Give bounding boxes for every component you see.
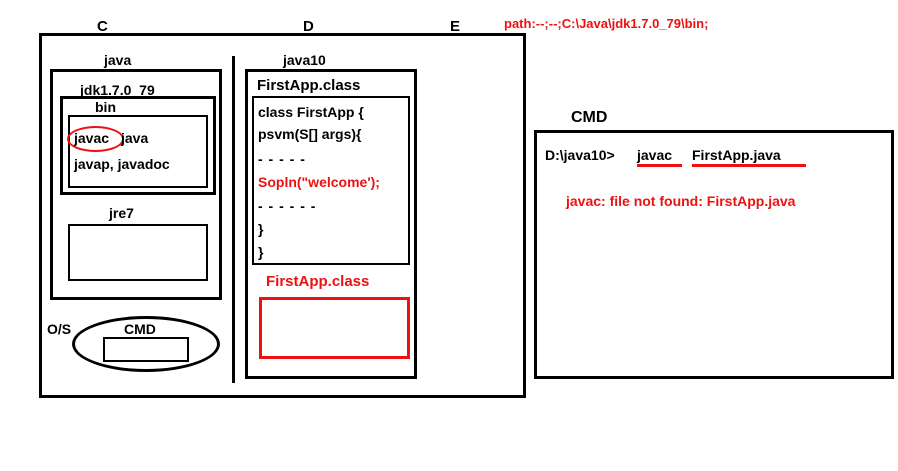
os-cmd-box xyxy=(103,337,189,362)
jdk-folder-box xyxy=(60,96,216,195)
jre-folder-label: jre7 xyxy=(109,205,134,221)
os-cmd-label: CMD xyxy=(124,321,156,337)
d-root-folder-label: java10 xyxy=(283,52,326,68)
java10-folder-box xyxy=(245,69,417,379)
source-file-label: FirstApp.class xyxy=(257,77,361,94)
jdk-folder-label: jdk1.7.0_79 xyxy=(80,82,155,98)
tool-java-label: java xyxy=(121,130,149,146)
cmd-error-message: javac: file not found: FirstApp.java xyxy=(566,193,796,209)
c-root-folder-label: java xyxy=(104,52,132,68)
jre-folder-box xyxy=(68,224,208,281)
filesystem-outer-frame xyxy=(39,33,526,398)
output-class-box xyxy=(259,297,410,359)
column-divider xyxy=(232,56,235,383)
cmd-command-arg: FirstApp.java xyxy=(692,147,781,163)
bin-folder-label: bin xyxy=(95,99,116,115)
output-class-label: FirstApp.class xyxy=(266,273,370,290)
column-letter-e: E xyxy=(450,18,461,35)
path-annotation: path:--;--;C:\Java\jdk1.7.0_79\bin; xyxy=(504,16,709,31)
code-line-5: } xyxy=(258,221,264,237)
cmd-command-verb-underline xyxy=(637,164,682,167)
code-line-4: - - - - - - xyxy=(258,198,317,214)
bin-folder-box xyxy=(68,115,208,188)
cmd-command-arg-underline xyxy=(692,164,806,167)
tools-javap-javadoc-label: javap, javadoc xyxy=(74,156,170,172)
code-line-6: } xyxy=(258,244,264,260)
cmd-window-frame[interactable] xyxy=(534,130,894,379)
cmd-window-title: CMD xyxy=(571,109,608,126)
code-line-1: psvm(S[] args){ xyxy=(258,126,362,142)
source-code-box xyxy=(252,96,410,265)
java-folder-box xyxy=(50,69,222,300)
column-letter-c: C xyxy=(97,18,108,35)
javac-highlight-ellipse xyxy=(67,126,124,152)
os-cmd-ellipse xyxy=(72,316,220,372)
code-line-2: - - - - - xyxy=(258,151,306,167)
cmd-prompt-prefix: D:\java10> xyxy=(545,147,615,163)
code-line-0: class FirstApp { xyxy=(258,104,364,120)
code-line-3: Sopln("welcome'); xyxy=(258,174,380,190)
column-letter-d: D xyxy=(303,18,314,35)
os-label: O/S xyxy=(47,321,72,337)
cmd-command-verb: javac xyxy=(637,147,673,163)
